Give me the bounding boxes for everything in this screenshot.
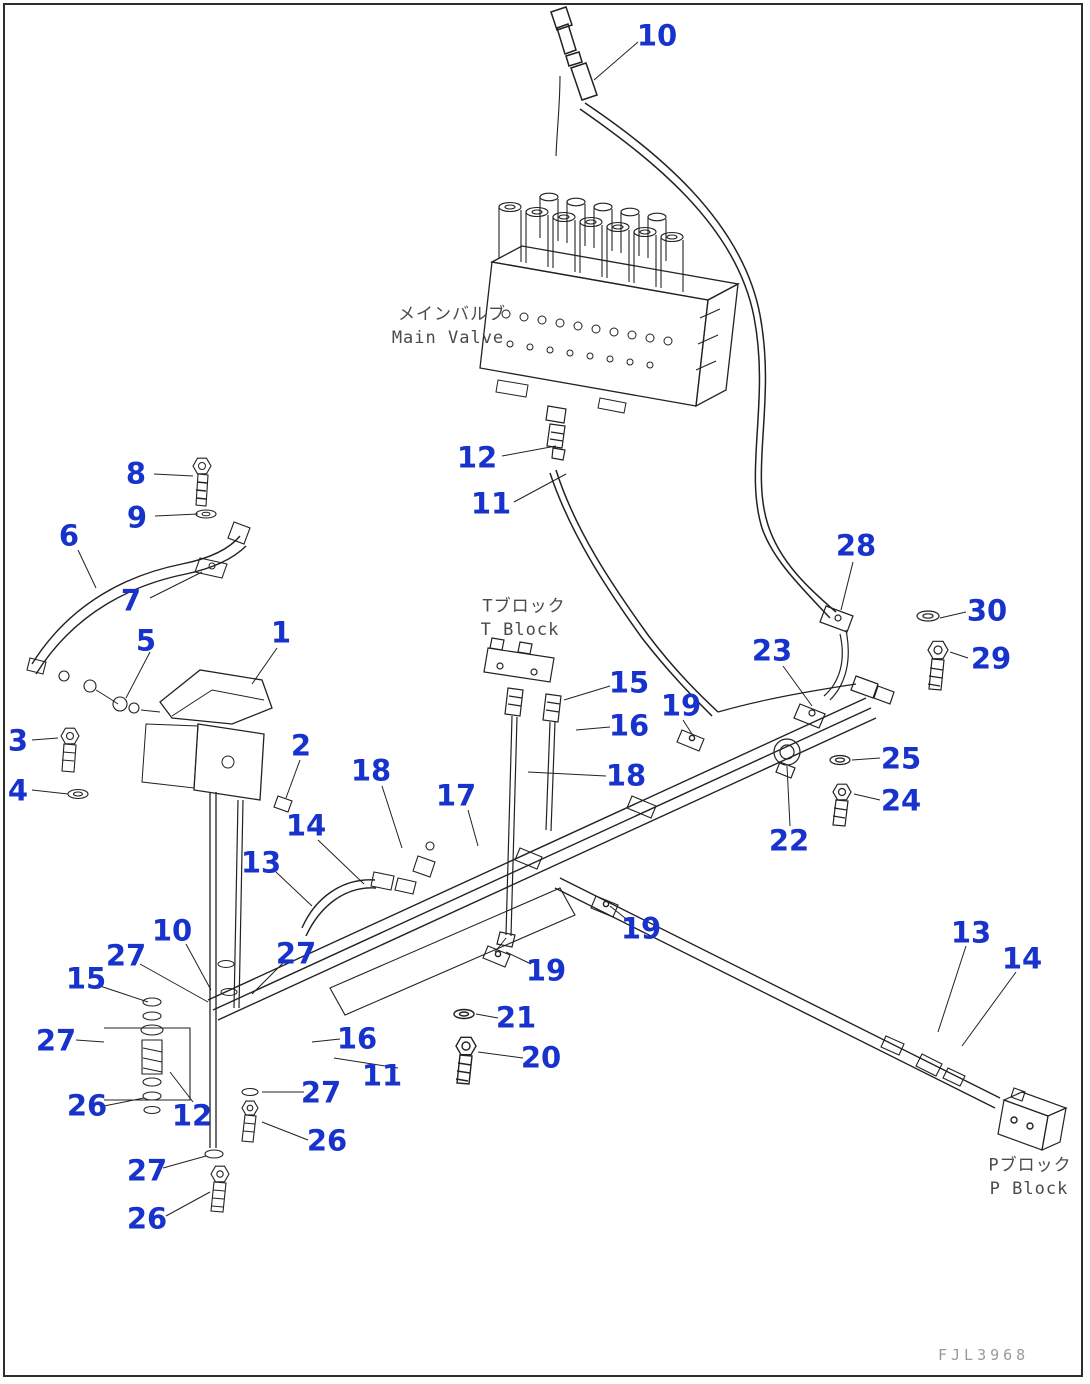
- callout-27: 27: [35, 1023, 77, 1058]
- callout-27: 27: [105, 938, 147, 973]
- callout-11: 11: [361, 1058, 403, 1093]
- callout-1: 1: [270, 615, 292, 650]
- callout-11: 11: [470, 486, 512, 521]
- callout-3: 3: [7, 723, 29, 758]
- hose-10-drawing: [550, 6, 837, 619]
- leader-lines: [31, 41, 1017, 1217]
- main-valve-label-en: Main Valve: [391, 328, 505, 348]
- callout-13: 13: [240, 845, 282, 880]
- callout-27: 27: [275, 936, 317, 971]
- bolt-3-washer-4-drawing: [60, 727, 89, 800]
- callout-26: 26: [126, 1201, 168, 1236]
- callout-14: 14: [1001, 941, 1043, 976]
- callout-6: 6: [58, 518, 80, 553]
- callout-18: 18: [350, 753, 392, 788]
- callout-22: 22: [768, 823, 810, 858]
- callout-14: 14: [285, 808, 327, 843]
- p-block-label-en: P Block: [989, 1179, 1069, 1199]
- callout-13: 13: [950, 915, 992, 950]
- callout-30: 30: [966, 593, 1008, 628]
- callout-10: 10: [151, 913, 193, 948]
- callout-12: 12: [456, 440, 498, 475]
- callout-19: 19: [660, 688, 702, 723]
- callout-12: 12: [171, 1098, 213, 1133]
- p-block-run-drawing: [554, 877, 1068, 1152]
- bottom-left-fittings-drawing: [104, 997, 259, 1213]
- callout-20: 20: [520, 1040, 562, 1075]
- callout-2: 2: [290, 728, 312, 763]
- callout-4: 4: [7, 773, 29, 808]
- callout-27: 27: [300, 1075, 342, 1110]
- drawing-code: FJL3968: [938, 1346, 1030, 1364]
- callout-7: 7: [120, 583, 142, 618]
- t-block-label-jp: Tブロック: [482, 596, 566, 617]
- callout-5: 5: [135, 623, 157, 658]
- callout-27: 27: [126, 1153, 168, 1188]
- callout-10: 10: [636, 18, 678, 53]
- callout-24: 24: [880, 783, 922, 818]
- callout-8: 8: [125, 456, 147, 491]
- callout-15: 15: [65, 961, 107, 996]
- t-block-drawing: [483, 637, 562, 953]
- left-tube-drawing: [26, 457, 251, 705]
- pipe-run-drawing: [207, 697, 877, 1085]
- callout-15: 15: [608, 665, 650, 700]
- callout-21: 21: [495, 1000, 537, 1035]
- callout-17: 17: [435, 778, 477, 813]
- elbow-13-14-drawing: [301, 841, 436, 937]
- callout-26: 26: [306, 1123, 348, 1158]
- callout-23: 23: [751, 633, 793, 668]
- pedal-valve-drawing: [112, 669, 293, 1148]
- callout-9: 9: [126, 500, 148, 535]
- callout-19: 19: [620, 911, 662, 946]
- hose-11-drawing: [549, 469, 857, 717]
- right-fittings-drawing: [773, 605, 949, 827]
- callout-26: 26: [66, 1088, 108, 1123]
- t-block-label-en: T Block: [480, 620, 560, 640]
- main-valve-drawing: [479, 192, 740, 461]
- callout-28: 28: [835, 528, 877, 563]
- callout-29: 29: [970, 641, 1012, 676]
- p-block-label-jp: Pブロック: [988, 1155, 1072, 1176]
- main-valve-label-jp: メインバルブ: [398, 304, 506, 325]
- callout-18: 18: [605, 758, 647, 793]
- callout-16: 16: [608, 708, 650, 743]
- callout-25: 25: [880, 741, 922, 776]
- callout-19: 19: [525, 953, 567, 988]
- callout-16: 16: [336, 1021, 378, 1056]
